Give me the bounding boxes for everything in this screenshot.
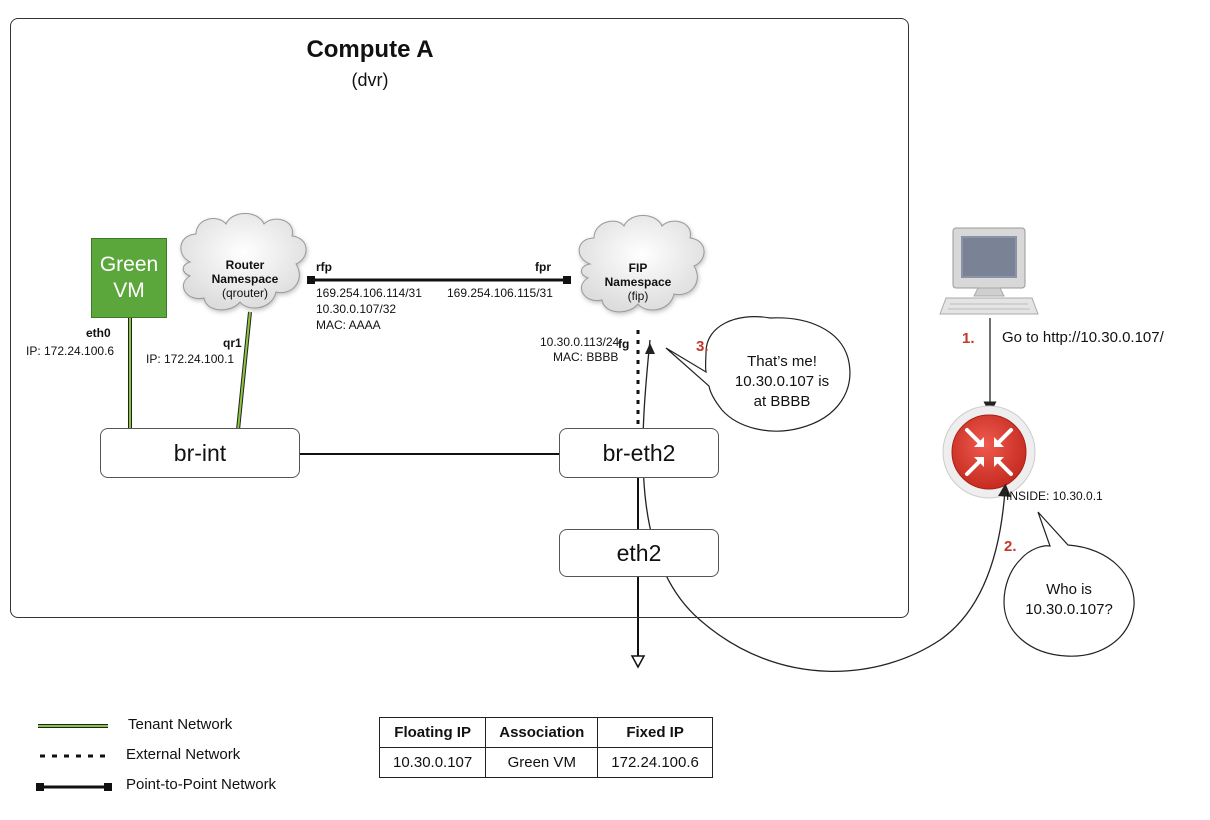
br-int-box[interactable]: br-int bbox=[100, 428, 300, 478]
vm-label-line1: Green bbox=[99, 253, 159, 276]
table-cell: Green VM bbox=[485, 747, 599, 778]
table-cell: 10.30.0.107 bbox=[378, 747, 487, 778]
step-3-line1: That’s me! bbox=[747, 353, 817, 370]
router-ns-line3: (qrouter) bbox=[221, 286, 268, 300]
fip-ns-line3: (fip) bbox=[627, 289, 649, 303]
table-row: 10.30.0.107 Green VM 172.24.100.6 bbox=[378, 747, 713, 778]
rfp-ip1: 169.254.106.114/31 bbox=[316, 286, 422, 300]
compute-frame bbox=[10, 18, 909, 618]
arrow-up-fg-icon bbox=[645, 343, 655, 354]
rfp-label: rfp bbox=[316, 260, 332, 274]
green-vm[interactable]: Green VM bbox=[91, 238, 167, 318]
step-3-line2: 10.30.0.107 is bbox=[734, 373, 830, 390]
eth2-box[interactable]: eth2 bbox=[559, 529, 719, 577]
table-cell: 172.24.100.6 bbox=[597, 747, 713, 778]
router-namespace-label: Router Namespace (qrouter) bbox=[205, 258, 285, 300]
vm-label-line2: VM bbox=[113, 279, 145, 302]
step-2-line1: Who is bbox=[1046, 581, 1092, 598]
fpr-ip: 169.254.106.115/31 bbox=[447, 286, 553, 300]
rfp-mac: MAC: AAAA bbox=[316, 318, 381, 332]
fg-ip: 10.30.0.113/24 bbox=[540, 335, 620, 349]
fip-ns-line2: Namespace bbox=[604, 275, 672, 289]
step-3-bubble-text: That’s me! 10.30.0.107 is at BBBB bbox=[722, 352, 842, 412]
fg-mac: MAC: BBBB bbox=[553, 350, 619, 364]
rfp-ip2: 10.30.0.107/32 bbox=[316, 302, 397, 316]
router-ns-line2: Namespace bbox=[211, 272, 279, 286]
fip-namespace-cloud bbox=[578, 215, 705, 313]
step-2-number: 2. bbox=[1004, 538, 1017, 555]
router-namespace-cloud bbox=[180, 213, 307, 311]
router-icon bbox=[942, 405, 1036, 499]
table-header-cell: Association bbox=[485, 717, 599, 748]
legend-external-label: External Network bbox=[126, 746, 241, 763]
eth0-label: eth0 bbox=[86, 326, 111, 340]
br-eth2-box[interactable]: br-eth2 bbox=[559, 428, 719, 478]
compute-title: Compute A bbox=[306, 36, 434, 63]
fpr-port bbox=[563, 276, 571, 284]
step-2-bubble-text: Who is 10.30.0.107? bbox=[1010, 580, 1128, 620]
step-3-line3: at BBBB bbox=[753, 393, 811, 410]
speech-bubble-3 bbox=[665, 316, 851, 432]
qr1-ip: IP: 172.24.100.1 bbox=[146, 352, 235, 366]
fip-ns-line1: FIP bbox=[628, 261, 648, 275]
speech-bubble-2 bbox=[1003, 511, 1135, 657]
router-inside-ip: INSIDE: 10.30.0.1 bbox=[1006, 489, 1103, 503]
table-header-cell: Fixed IP bbox=[597, 717, 713, 748]
rfp-port bbox=[307, 276, 315, 284]
fpr-label: fpr bbox=[535, 260, 551, 274]
arrow-down-icon bbox=[630, 655, 646, 669]
legend-p2p-label: Point-to-Point Network bbox=[126, 776, 277, 793]
compute-subtitle: (dvr) bbox=[351, 70, 389, 90]
tenant-link-qr1 bbox=[236, 311, 252, 431]
legend-p2p-line bbox=[36, 783, 112, 791]
step-1-text: Go to http://10.30.0.107/ bbox=[1002, 329, 1164, 346]
fip-namespace-label: FIP Namespace (fip) bbox=[602, 261, 674, 303]
table-header-row: Floating IP Association Fixed IP bbox=[378, 717, 713, 748]
arp-path-curve bbox=[642, 339, 1012, 672]
router-ns-line1: Router bbox=[225, 258, 265, 272]
legend-tenant-label: Tenant Network bbox=[128, 716, 233, 733]
step-1-number: 1. bbox=[962, 330, 975, 347]
floating-ip-table: Floating IP Association Fixed IP 10.30.0… bbox=[378, 717, 713, 778]
step-2-line2: 10.30.0.107? bbox=[1025, 601, 1113, 618]
table-header-cell: Floating IP bbox=[378, 717, 487, 748]
step-3-number: 3. bbox=[696, 338, 709, 355]
eth0-ip: IP: 172.24.100.6 bbox=[26, 344, 115, 358]
computer-icon bbox=[939, 227, 1039, 315]
fg-label: fg bbox=[618, 337, 630, 351]
qr1-label: qr1 bbox=[223, 336, 242, 350]
